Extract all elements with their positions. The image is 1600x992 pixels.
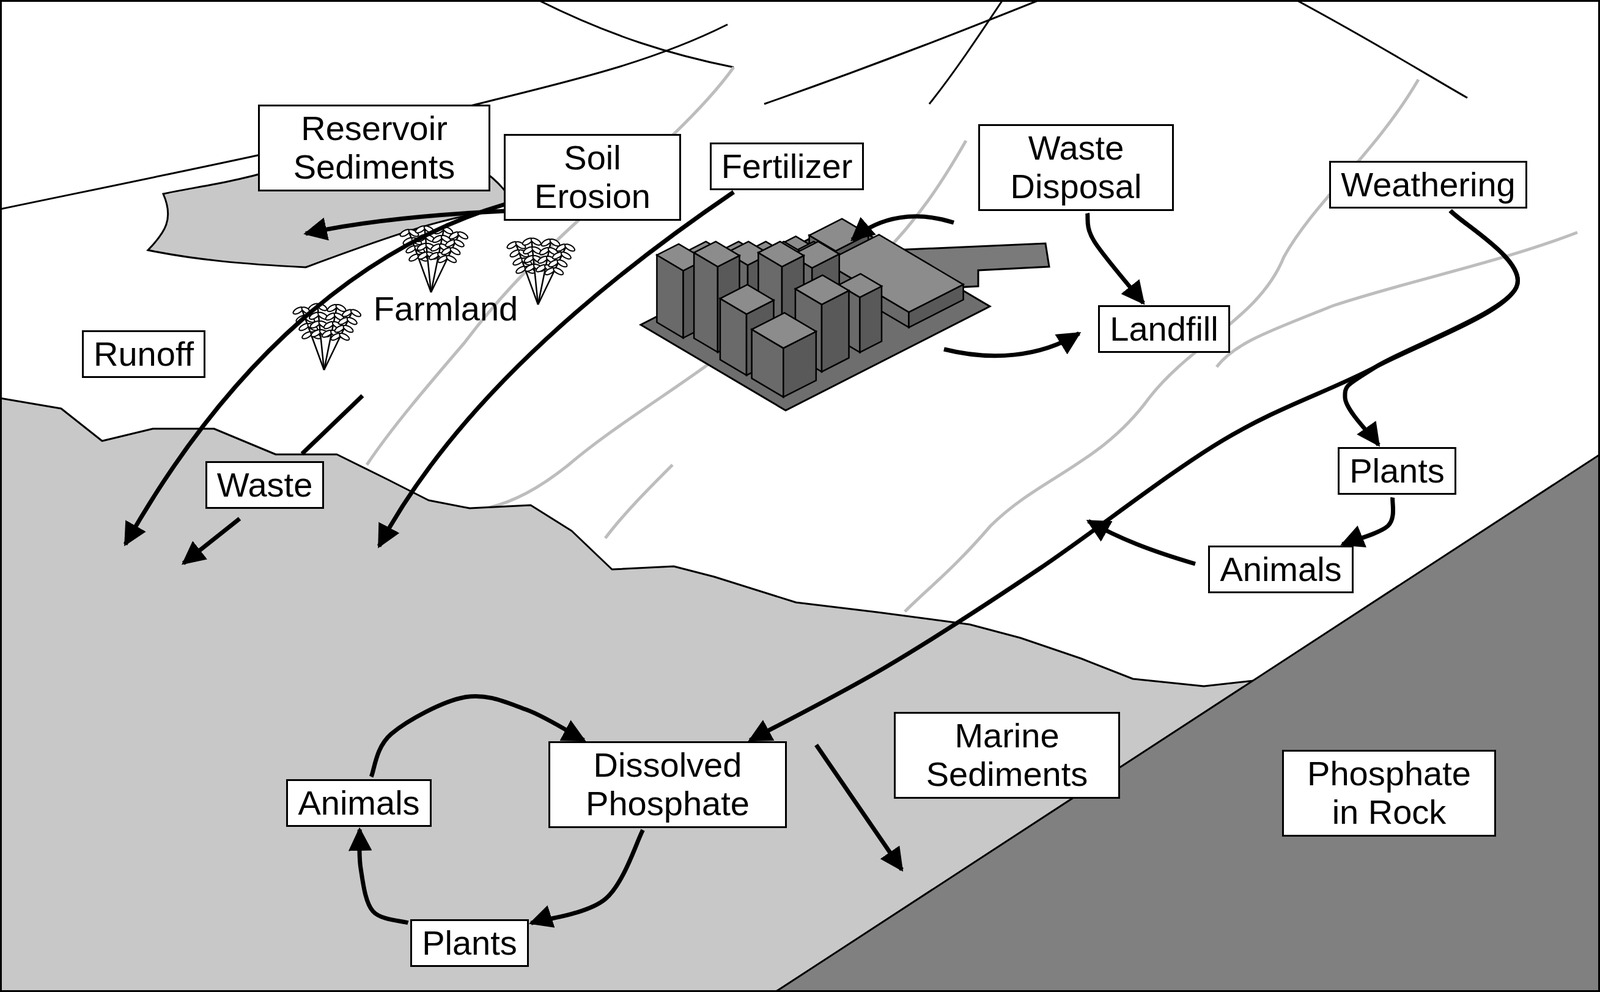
text-box: Reservoir Sediments <box>258 104 491 191</box>
rock-layer <box>775 454 1600 992</box>
landfill-arrow <box>943 333 1080 356</box>
flow-connector <box>531 829 644 923</box>
box-text: Weathering <box>1340 165 1516 205</box>
wheat-grain <box>552 266 565 277</box>
farm-waste-arrow <box>183 518 240 564</box>
fertilizer-arrow <box>379 191 734 546</box>
box-text: Plants <box>421 923 518 963</box>
box-text: Waste Disposal <box>989 129 1163 206</box>
return-arrow <box>1088 520 1196 564</box>
disposal-arrow <box>852 216 954 240</box>
ridge-line <box>764 0 1040 104</box>
sediment-arrow <box>816 744 902 870</box>
text-box: Fertilizer <box>709 142 865 191</box>
wheat-plants <box>292 224 576 370</box>
text-box: Animals <box>286 778 432 828</box>
wheat-grain <box>338 331 351 342</box>
box-text: Runoff <box>93 335 194 374</box>
text-box: Dissolved Phosphate <box>548 741 787 828</box>
ridge-line <box>1296 0 1468 98</box>
flow-connector <box>359 829 409 923</box>
wheat-grain <box>445 254 458 265</box>
text-box: Weathering <box>1329 160 1527 210</box>
wheat-grain <box>449 246 462 257</box>
ridge-lines <box>0 0 1468 210</box>
text-box: Runoff <box>81 330 206 379</box>
box-text: Plants <box>1349 451 1445 491</box>
wheat-grain <box>530 236 543 247</box>
box-text: Phosphate in Rock <box>1293 754 1485 831</box>
text-box: Marine Sediments <box>893 711 1121 798</box>
text-box: Animals <box>1208 545 1353 594</box>
wheat-grain <box>453 238 466 249</box>
building-roof <box>720 284 775 315</box>
wheat-grain <box>556 258 569 269</box>
box-text: Landfill <box>1109 309 1218 349</box>
box-text: Animals <box>297 783 420 823</box>
box-text: Animals <box>1219 550 1342 589</box>
farm-waste-arrow <box>302 395 363 454</box>
box-text: Reservoir Sediments <box>269 109 479 186</box>
box-text: Marine Sediments <box>905 716 1109 793</box>
wheat-grain <box>349 308 362 318</box>
ridge-line <box>538 0 734 68</box>
building-roof <box>795 275 850 305</box>
box-text: Soil Erosion <box>515 138 670 216</box>
box-text: Dissolved Phosphate <box>560 745 776 823</box>
flow-arrows <box>125 191 1196 870</box>
flow-connector <box>1342 497 1394 545</box>
river <box>605 464 673 539</box>
text-box: Plants <box>1337 446 1457 496</box>
wheat-grain <box>342 324 355 334</box>
city <box>640 218 1050 411</box>
region-label: Farmland <box>373 289 519 329</box>
flow-connector <box>1087 213 1144 304</box>
wheat-grain <box>563 242 576 253</box>
building-roof <box>693 241 740 267</box>
text-box: Plants <box>410 918 529 968</box>
building-face <box>693 252 718 353</box>
text-box: Phosphate in Rock <box>1282 749 1497 836</box>
box-text: Fertilizer <box>721 147 853 186</box>
wheat-grain <box>456 230 469 241</box>
flow-connector <box>750 210 1519 740</box>
river <box>1216 232 1578 367</box>
flow-connector <box>1345 210 1519 445</box>
wheat-grain <box>560 250 573 261</box>
text-box: Waste <box>205 460 325 510</box>
text-box: Landfill <box>1098 305 1230 354</box>
river <box>904 79 1419 612</box>
wheat-grain <box>346 316 359 326</box>
building-roof <box>752 313 817 349</box>
text-box: Waste Disposal <box>978 124 1174 211</box>
ridge-line <box>929 0 1003 104</box>
erosion-arrow <box>305 210 506 234</box>
box-text: Waste <box>217 465 314 505</box>
text-box: Soil Erosion <box>503 133 682 221</box>
building-roof <box>758 241 804 267</box>
